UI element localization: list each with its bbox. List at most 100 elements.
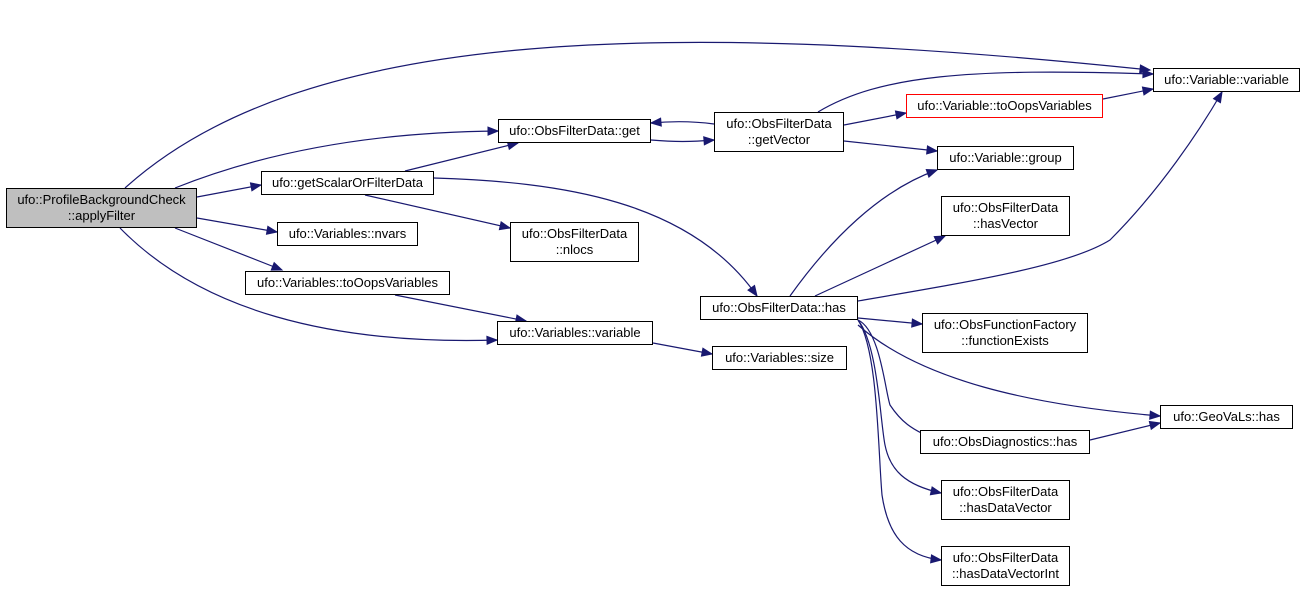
edge-line <box>857 319 941 442</box>
edge-arrowhead <box>911 318 924 328</box>
edge-arrowhead <box>265 225 279 235</box>
edge-getScalar-to-ofdGet <box>404 140 520 172</box>
node-obs-filter-data-has[interactable]: ufo::ObsFilterData::has <box>700 296 858 320</box>
node-obs-filter-data-nlocs[interactable]: ufo::ObsFilterData ::nlocs <box>510 222 639 262</box>
edge-line <box>174 130 499 189</box>
edge-arrowhead <box>1142 68 1155 79</box>
node-variables-nvars[interactable]: ufo::Variables::nvars <box>277 222 418 246</box>
node-obs-filter-data-get-vector[interactable]: ufo::ObsFilterData ::getVector <box>714 112 844 152</box>
edge-arrowhead <box>700 347 714 357</box>
edge-arrowhead <box>894 110 908 120</box>
edge-line <box>404 142 519 172</box>
node-label-line: ufo::ProfileBackgroundCheck <box>17 192 186 207</box>
node-label-line: ufo::Variables::toOopsVariables <box>257 275 438 290</box>
edge-line <box>789 169 938 297</box>
node-obs-filter-data-has-data-vector-int[interactable]: ufo::ObsFilterData ::hasDataVectorInt <box>941 546 1070 586</box>
node-label-line: ::hasDataVectorInt <box>952 566 1059 581</box>
edge-line <box>857 319 942 561</box>
node-label-line: ::applyFilter <box>67 208 136 223</box>
edge-line <box>1089 422 1161 441</box>
node-label-line: ufo::Variable::group <box>949 150 1062 165</box>
node-obs-function-factory-function-exists[interactable]: ufo::ObsFunctionFactory ::functionExists <box>922 313 1088 353</box>
node-label-line: ::functionExists <box>961 333 1049 348</box>
edge-arrowhead <box>649 117 662 127</box>
node-label-line: ufo::ObsFilterData <box>726 116 832 131</box>
edge-vsVariable-to-size <box>652 342 714 357</box>
node-obs-filter-data-has-data-vector[interactable]: ufo::ObsFilterData ::hasDataVector <box>941 480 1070 520</box>
node-obs-filter-data-get[interactable]: ufo::ObsFilterData::get <box>498 119 651 143</box>
edge-arrowhead <box>1141 86 1155 96</box>
node-variable-group[interactable]: ufo::Variable::group <box>937 146 1074 170</box>
edge-arrowhead <box>933 235 947 245</box>
node-label-line: ufo::ObsFunctionFactory <box>933 317 1077 332</box>
node-label-line: ::hasDataVector <box>959 500 1052 515</box>
node-label-line: ufo::Variables::size <box>725 350 834 365</box>
node-label-line: ufo::ObsFilterData <box>952 550 1059 565</box>
node-label-line: ufo::ObsFilterData::has <box>712 300 846 315</box>
edge-arrowhead <box>270 261 284 271</box>
node-profile-background-check-apply-filter: ufo::ProfileBackgroundCheck ::applyFilte… <box>6 188 197 228</box>
node-label-line: ufo::ObsFilterData <box>952 200 1059 215</box>
node-variables-variable[interactable]: ufo::Variables::variable <box>497 321 653 345</box>
edge-line <box>857 324 1161 417</box>
edge-has-to-geovalsHas <box>857 324 1162 420</box>
node-label-line: ufo::Variable::toOopsVariables <box>917 98 1092 113</box>
edge-arrowhead <box>498 221 512 231</box>
node-obs-filter-data-has-vector[interactable]: ufo::ObsFilterData ::hasVector <box>941 196 1070 236</box>
edge-getScalar-to-nlocs <box>364 194 512 231</box>
node-label-line: ufo::ObsFilterData::get <box>509 123 640 138</box>
edge-apply-to-vToOops <box>174 227 284 271</box>
edge-line <box>843 112 907 126</box>
edge-vToOops-to-vsVariable <box>394 294 528 324</box>
edge-arrowhead <box>926 145 939 155</box>
node-label-line: ufo::Variables::nvars <box>288 226 407 241</box>
edge-line <box>857 317 923 325</box>
node-label-line: ::nlocs <box>555 242 594 257</box>
node-variables-size[interactable]: ufo::Variables::size <box>712 346 847 370</box>
edge-ofdGet-to-getVector <box>650 136 716 146</box>
edge-has-to-varVariable <box>857 90 1223 302</box>
edge-getVector-to-ofdGet <box>649 117 715 127</box>
edge-apply-to-ofdGet <box>174 126 500 189</box>
edge-line <box>814 235 946 297</box>
edge-getScalar-to-has <box>433 177 758 298</box>
edge-getVector-to-varToOops <box>843 110 908 126</box>
edge-line <box>124 41 1151 189</box>
edge-has-to-hasVector <box>814 235 947 297</box>
edge-line <box>196 184 262 198</box>
edge-line <box>174 227 283 271</box>
edge-arrowhead <box>249 182 263 192</box>
node-obs-diagnostics-has[interactable]: ufo::ObsDiagnostics::has <box>920 430 1090 454</box>
node-variable-variable[interactable]: ufo::Variable::variable <box>1153 68 1300 92</box>
edge-getVector-to-group <box>843 140 939 155</box>
edge-arrowhead <box>703 136 716 146</box>
edge-apply-to-getScalar <box>196 182 263 198</box>
edge-has-to-hasDataVectorInt <box>857 319 943 564</box>
edge-line <box>394 294 527 322</box>
edge-arrowhead <box>925 169 939 178</box>
edge-line <box>364 194 511 229</box>
node-label-line: ::getVector <box>747 132 811 147</box>
node-label-line: ::hasVector <box>972 216 1039 231</box>
edge-arrowhead <box>930 554 943 564</box>
node-get-scalar-or-filter-data[interactable]: ufo::getScalarOrFilterData <box>261 171 434 195</box>
edge-arrowhead <box>1212 90 1223 104</box>
node-label-line: ufo::ObsFilterData <box>521 226 628 241</box>
edge-has-to-funcExists <box>857 317 924 328</box>
edge-varToOops-to-varVariable <box>1102 86 1155 100</box>
node-geovals-has[interactable]: ufo::GeoVaLs::has <box>1160 405 1293 429</box>
node-label-line: ufo::ObsFilterData <box>952 484 1059 499</box>
node-variables-to-oops-variables[interactable]: ufo::Variables::toOopsVariables <box>245 271 450 295</box>
edge-line <box>196 217 278 233</box>
node-label-line: ufo::GeoVaLs::has <box>1173 409 1280 424</box>
node-label-line: ufo::getScalarOrFilterData <box>271 175 423 190</box>
edge-line <box>843 140 938 152</box>
edge-line <box>433 177 758 297</box>
node-variable-to-oops-variables[interactable]: ufo::Variable::toOopsVariables <box>906 94 1103 118</box>
edge-apply-to-vsVariable <box>119 227 499 346</box>
node-label-line: ufo::Variables::variable <box>509 325 641 340</box>
edge-arrowhead <box>1148 420 1162 431</box>
node-label-line: ufo::ObsDiagnostics::has <box>932 434 1078 449</box>
edge-line <box>817 71 1154 113</box>
